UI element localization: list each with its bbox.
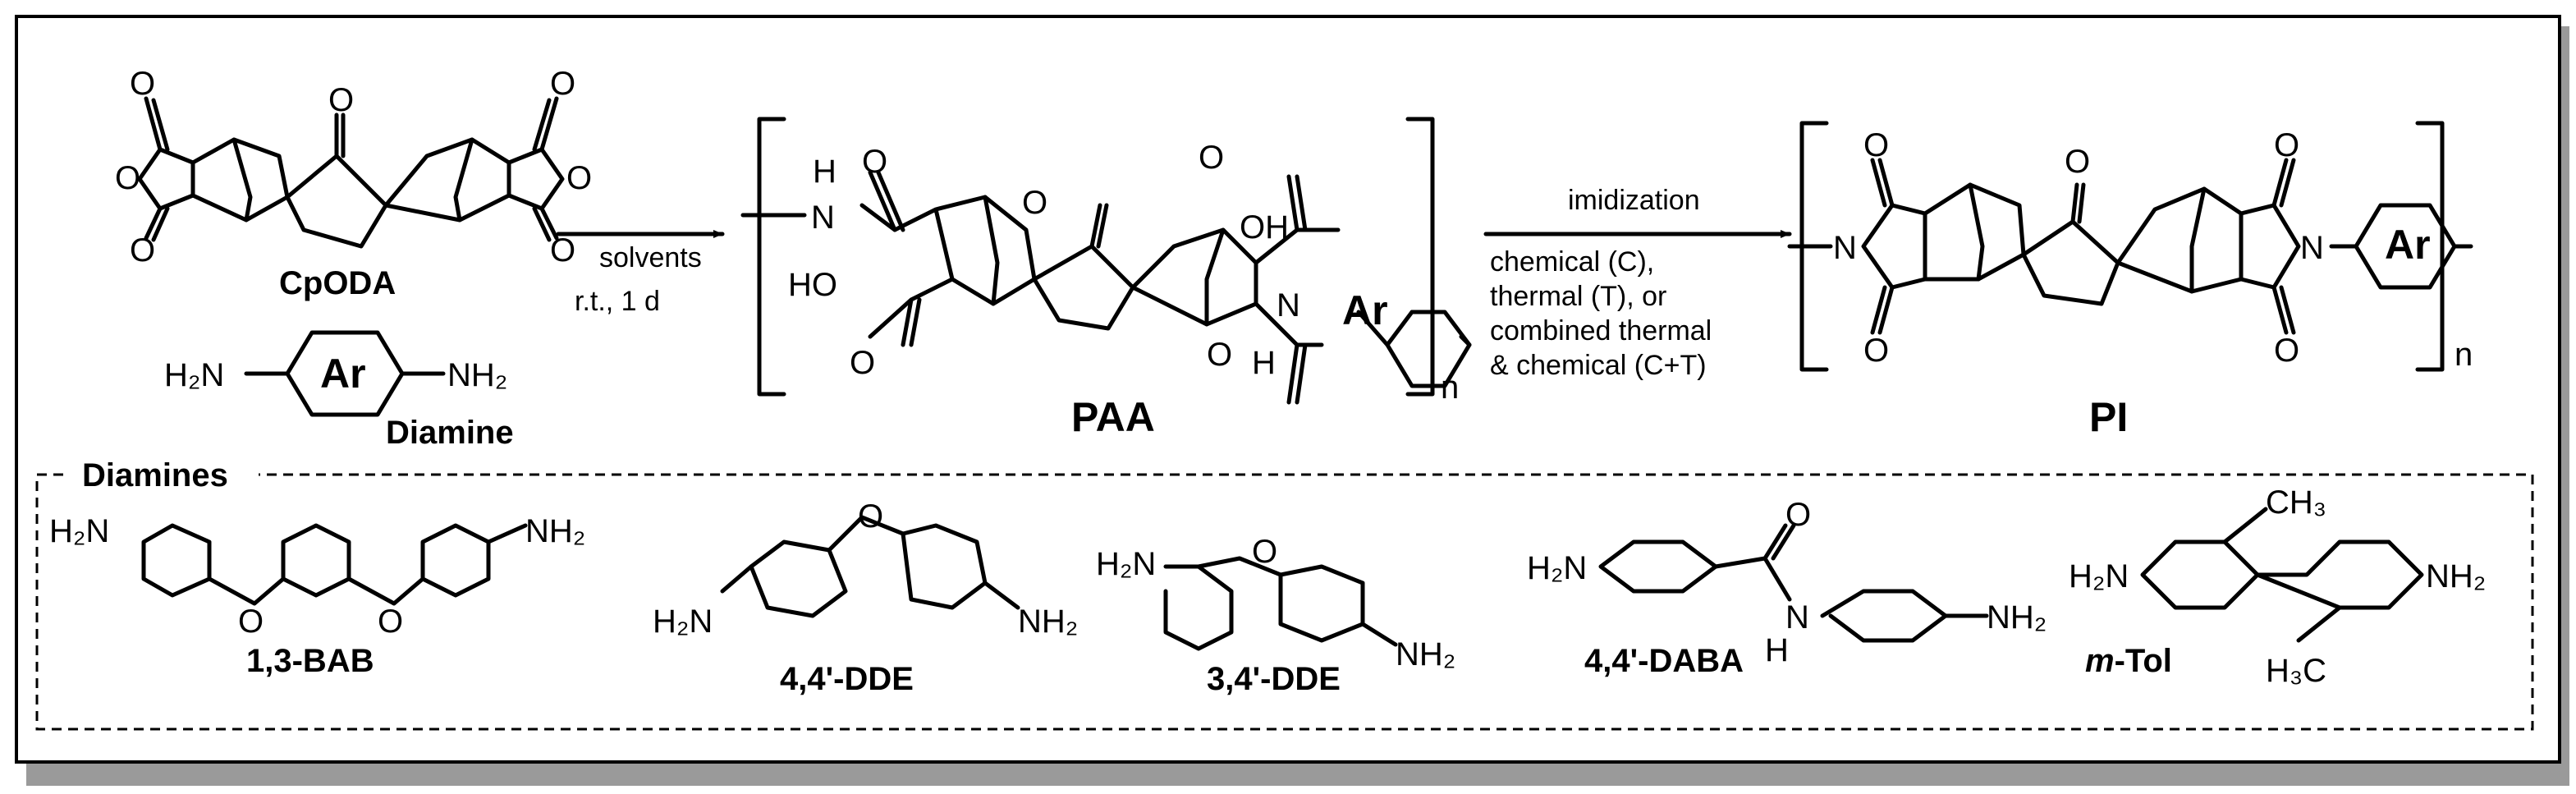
mtol-structure <box>2140 507 2424 643</box>
atom-o: O <box>1022 185 1047 221</box>
atom-o: O <box>238 604 264 640</box>
nh2-label: NH₂ <box>1018 604 1078 640</box>
paa-structure <box>740 117 1472 405</box>
atom-o: O <box>2274 127 2299 163</box>
diamine-name: 4,4'-DABA <box>1584 643 1744 679</box>
atom-o: O <box>130 66 155 102</box>
daba44-structure <box>1598 523 1989 643</box>
diamine-name: 1,3-BAB <box>246 643 374 679</box>
atom-o: O <box>850 345 875 381</box>
ar-label: Ar <box>320 351 366 397</box>
atom-n: N <box>811 200 835 236</box>
atom-o: O <box>1863 333 1889 369</box>
atom-o: O <box>1252 534 1277 570</box>
atom-o: O <box>1785 497 1811 533</box>
nh2-label: NH₂ <box>447 357 507 393</box>
diamine-label: Diamine <box>386 415 514 451</box>
atom-o: O <box>566 160 592 196</box>
step2-option: chemical (C), <box>1490 246 1654 278</box>
cpoda-structure <box>137 96 565 249</box>
ar-label: Ar <box>2385 222 2431 268</box>
paa-label: PAA <box>1071 394 1155 440</box>
step2-reagent: imidization <box>1568 185 1700 216</box>
atom-n: N <box>2300 230 2324 266</box>
nh2-label: NH₂ <box>525 513 585 549</box>
step2-option: combined thermal <box>1490 315 1712 347</box>
h2n-label: H₂N <box>1096 546 1156 582</box>
atom-h: H <box>1765 632 1789 668</box>
atom-o: O <box>858 498 883 535</box>
nh2-label: NH₂ <box>1396 636 1455 672</box>
nh2-label: NH₂ <box>2426 558 2486 594</box>
atom-n: N <box>1785 599 1809 636</box>
ar-label: Ar <box>1342 287 1388 333</box>
atom-o: O <box>1863 127 1889 163</box>
dde44-structure <box>720 515 1020 618</box>
atom-o: O <box>328 82 354 118</box>
ch3-label: CH₃ <box>2266 484 2326 521</box>
diamine-structure <box>244 330 446 417</box>
step2-option: & chemical (C+T) <box>1490 350 1707 381</box>
h2n-label: H₂N <box>1527 550 1587 586</box>
diamines-box <box>35 473 2534 731</box>
atom-oh: OH <box>1240 209 1289 246</box>
atom-o: O <box>378 604 403 640</box>
atom-o: O <box>2065 144 2090 180</box>
atom-o: O <box>550 232 575 268</box>
atom-h: H <box>1252 345 1276 381</box>
pi-structure <box>1787 121 2473 372</box>
nh2-label: NH₂ <box>1987 599 2047 636</box>
diamine-name: 3,4'-DDE <box>1207 661 1341 697</box>
h2n-label: H₂N <box>2069 558 2129 594</box>
dde34-structure <box>1163 556 1398 651</box>
atom-o: O <box>550 66 575 102</box>
h2n-label: H₂N <box>653 604 713 640</box>
atom-o: O <box>862 144 887 180</box>
step1-conditions: r.t., 1 d <box>575 286 660 317</box>
step1-reagent: solvents <box>599 242 702 273</box>
atom-o: O <box>130 232 155 268</box>
h3c-label: H₃C <box>2266 653 2326 689</box>
mtol-rest: -Tol <box>2115 643 2172 679</box>
atom-o: O <box>2274 333 2299 369</box>
h2n-label: H₂N <box>164 357 224 393</box>
cpoda-label: CpODA <box>279 265 396 301</box>
atom-o: O <box>1199 140 1224 176</box>
bab-structure <box>141 523 528 606</box>
paa-repeat-n: n <box>1441 369 1459 406</box>
step2-option: thermal (T), or <box>1490 281 1666 312</box>
h2n-label: H₂N <box>49 513 109 549</box>
atom-n: N <box>1833 230 1857 266</box>
atom-ho: HO <box>788 267 837 303</box>
pi-label: PI <box>2089 394 2128 440</box>
atom-o: O <box>115 160 140 196</box>
atom-n: N <box>1277 287 1300 324</box>
pi-repeat-n: n <box>2455 337 2473 373</box>
diamines-title: Diamines <box>82 457 228 493</box>
mtol-label: m-Tol <box>2085 643 2172 679</box>
mtol-italic: m <box>2085 643 2115 679</box>
diamine-name: 4,4'-DDE <box>780 661 914 697</box>
outer-frame <box>15 15 2561 764</box>
atom-h: H <box>813 154 837 190</box>
diamines-title-bg <box>70 456 259 493</box>
atom-o: O <box>1207 337 1232 373</box>
